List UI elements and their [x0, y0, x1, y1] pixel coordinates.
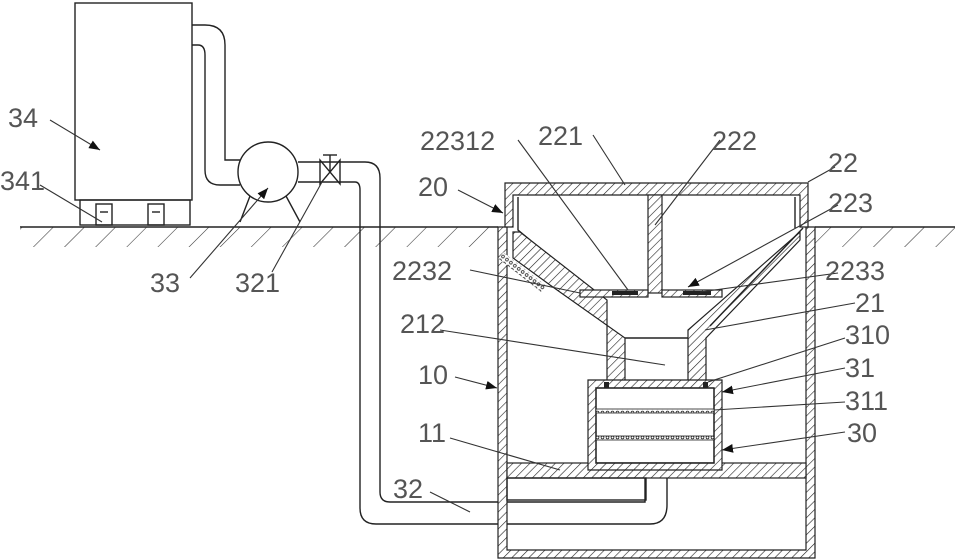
valve [319, 154, 341, 186]
label-2232: 2232 [392, 256, 452, 286]
pump [237, 141, 301, 223]
label-341: 341 [0, 166, 45, 196]
part-labels: 34 341 33 321 20 22312 221 222 22 223 22… [0, 103, 890, 504]
label-311: 311 [845, 386, 888, 416]
label-22: 22 [828, 148, 858, 178]
outlet-pipe [298, 161, 668, 525]
label-310: 310 [845, 320, 890, 350]
label-31: 31 [845, 353, 875, 383]
inlet-pipe [192, 24, 240, 186]
label-2233: 2233 [825, 256, 885, 286]
label-10: 10 [418, 360, 448, 390]
label-223: 223 [828, 188, 873, 218]
label-33: 33 [150, 268, 180, 298]
label-32: 32 [393, 474, 423, 504]
label-22312: 22312 [420, 126, 495, 156]
top-box [504, 182, 809, 294]
leader-lines [39, 119, 856, 513]
filter-cartridge [587, 379, 723, 471]
label-321: 321 [235, 268, 280, 298]
label-11: 11 [418, 418, 446, 448]
label-34: 34 [8, 103, 38, 133]
label-21: 21 [855, 288, 885, 318]
label-212: 212 [400, 309, 445, 339]
ground [20, 226, 955, 257]
label-222: 222 [712, 126, 757, 156]
label-221: 221 [538, 121, 583, 151]
water-tank [74, 2, 193, 226]
label-30: 30 [847, 418, 877, 448]
label-20: 20 [418, 172, 448, 202]
